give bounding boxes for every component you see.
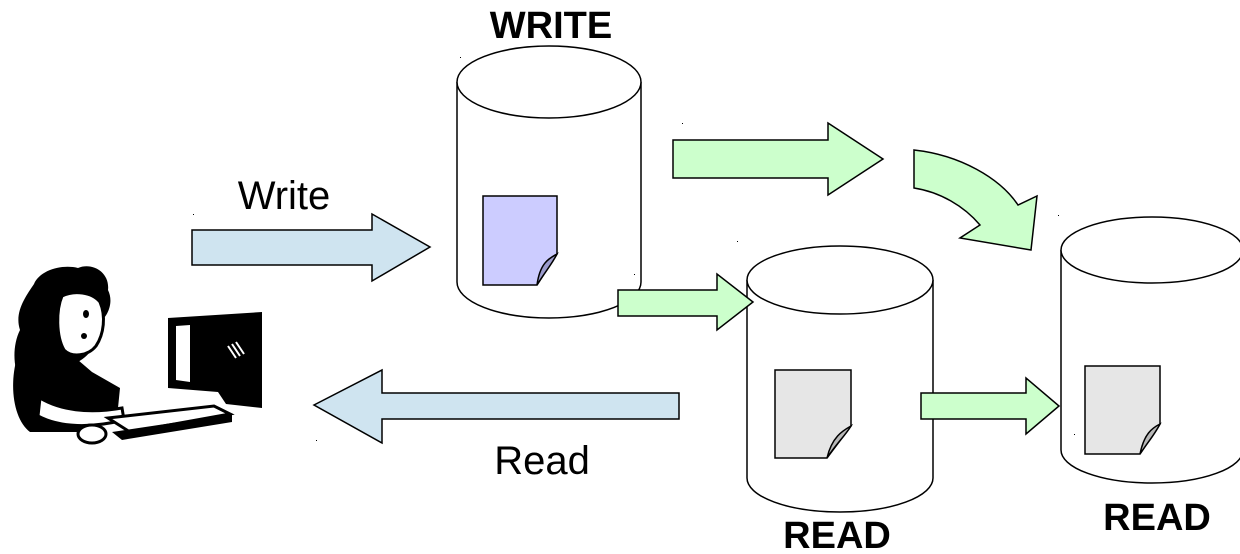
write-arrow-label: Write	[238, 174, 331, 218]
read-database-1	[746, 245, 934, 513]
read-arrow-label: Read	[494, 439, 590, 483]
document-icon	[482, 195, 559, 286]
document-icon	[774, 369, 854, 459]
read-database-1-top	[746, 245, 934, 315]
background-specks	[193, 57, 1075, 441]
read-database-2-label: READ	[1103, 497, 1211, 539]
read-arrow	[312, 368, 680, 445]
read-database-1-label: READ	[783, 515, 891, 554]
write-arrow	[191, 212, 432, 283]
write-database-label: WRITE	[490, 5, 612, 47]
replication-arrow-read-1-to-read-2	[920, 376, 1061, 436]
write-database	[456, 45, 642, 319]
document-icon	[1084, 365, 1162, 455]
write-database-top	[456, 45, 642, 119]
read-database-2-top	[1060, 216, 1240, 284]
person-at-computer-icon	[13, 266, 262, 445]
replication-arrow-to-read-1	[617, 272, 755, 332]
replication-arrow-write-right	[672, 121, 885, 197]
replication-arrow-curved	[913, 149, 1038, 251]
read-database-2	[1060, 216, 1240, 484]
